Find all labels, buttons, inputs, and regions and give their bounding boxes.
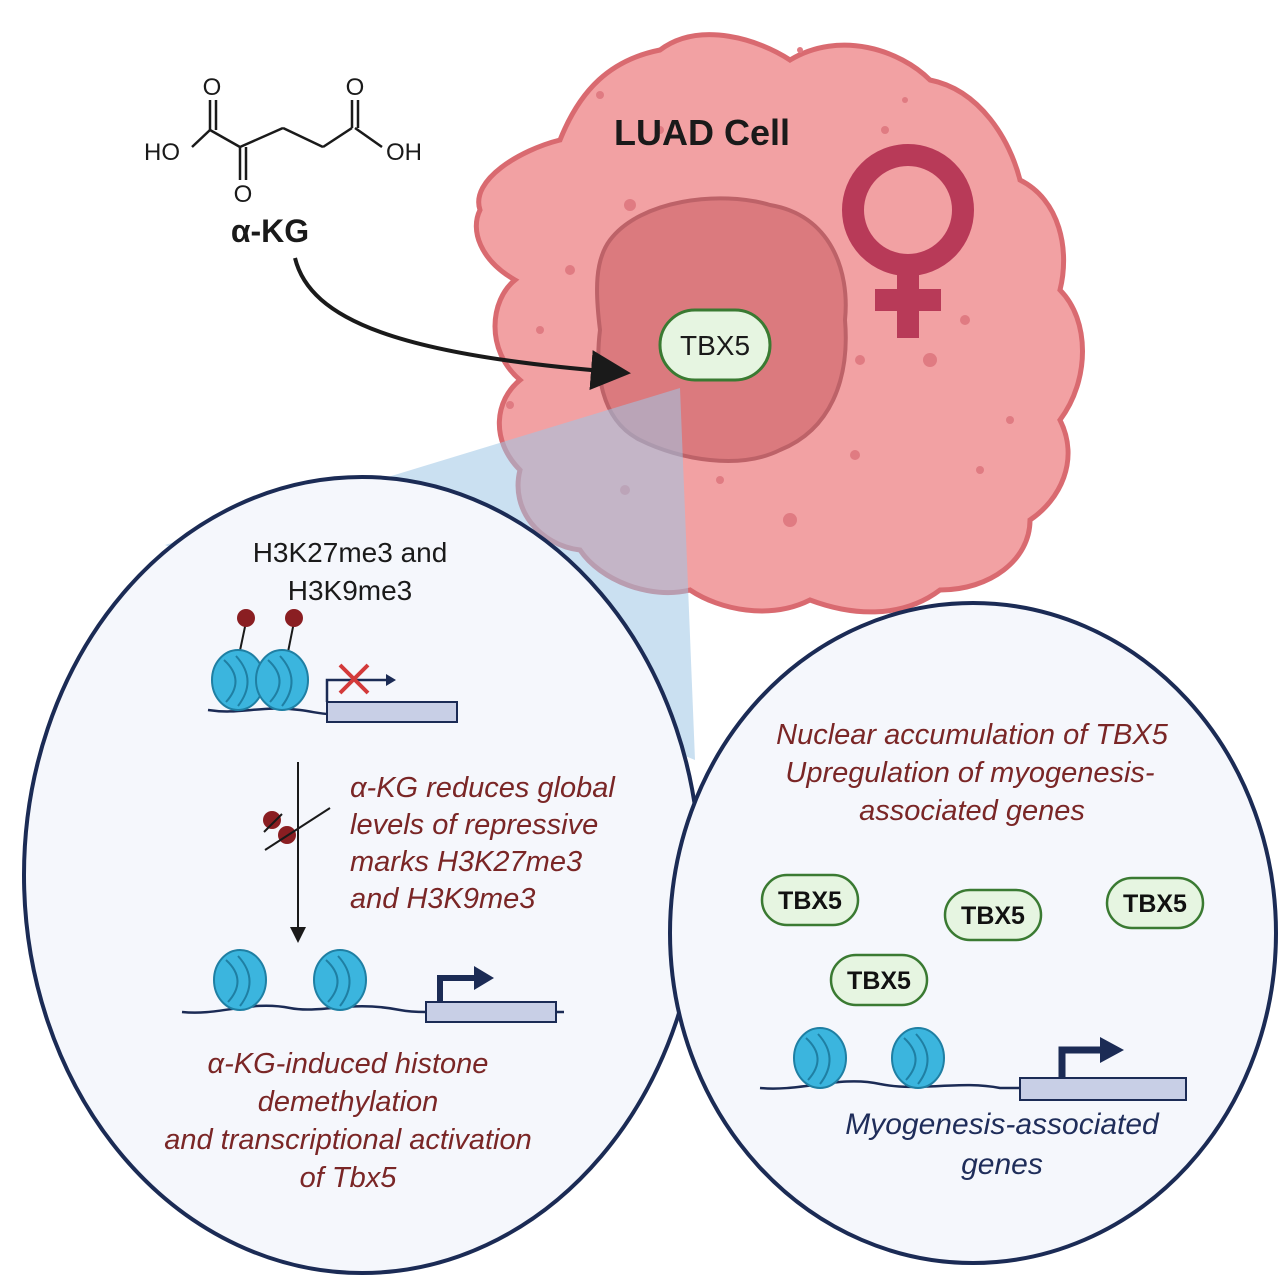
genes-line-1: Myogenesis-associated — [845, 1108, 1160, 1141]
tbx5-label-3: TBX5 — [1123, 890, 1187, 918]
cell-label: LUAD Cell — [614, 112, 790, 153]
molecule-ho: HO — [144, 139, 180, 166]
nucleosome-icon — [213, 949, 367, 1011]
transcription-arrow-icon — [437, 966, 494, 1002]
nucleosome-icon — [211, 649, 309, 711]
repressed-gene-box — [326, 701, 458, 723]
result-line-4: of Tbx5 — [300, 1162, 398, 1194]
blocked-transcription-icon — [325, 663, 396, 702]
tbx5-label-1: TBX5 — [778, 887, 842, 915]
molecule-o-top-right: O — [346, 74, 365, 101]
tbx5-badge-4: TBX5 — [829, 953, 929, 1007]
alpha-kg-molecule — [191, 100, 383, 180]
reduction-line-3: marks H3K27me3 — [350, 846, 582, 878]
nucleosome-icon — [793, 1027, 945, 1089]
active-chromatin — [181, 949, 564, 1023]
alpha-kg-uptake-arrow — [293, 257, 631, 391]
myogenesis-chromatin — [759, 1027, 1187, 1101]
reduction-line-2: levels of repressive — [350, 809, 598, 841]
removed-methyl-marks — [263, 807, 331, 851]
left-panel: H3K27me3 and H3K9me3 — [22, 475, 702, 1275]
myogenesis-gene-box — [1019, 1077, 1187, 1101]
repressed-chromatin — [207, 609, 458, 723]
molecule-oh: OH — [386, 139, 422, 166]
left-heading-line1: H3K27me3 and — [253, 537, 448, 568]
molecule-o-bottom: O — [234, 181, 253, 208]
molecule-o-top-left: O — [203, 74, 222, 101]
molecule-name: α-KG — [231, 213, 309, 249]
female-symbol-icon — [842, 144, 974, 338]
cytoplasm-dots — [506, 47, 1014, 527]
result-line-2: demethylation — [258, 1086, 439, 1118]
right-heading-line1: Nuclear accumulation of TBX5 — [776, 719, 1169, 751]
tbx5-badge-1: TBX5 — [760, 873, 860, 927]
result-line-1: α-KG-induced histone — [208, 1048, 489, 1080]
left-heading-line2: H3K9me3 — [288, 575, 413, 606]
reduction-line-1: α-KG reduces global — [350, 772, 616, 804]
genes-line-2: genes — [961, 1148, 1043, 1181]
tbx5-label-4: TBX5 — [847, 967, 911, 995]
right-heading-line3: associated genes — [859, 795, 1085, 827]
right-heading-line2: Upregulation of myogenesis- — [785, 757, 1154, 789]
tbx5-badge-3: TBX5 — [1105, 876, 1205, 930]
transcription-arrow-icon — [1058, 1037, 1124, 1078]
right-panel: Nuclear accumulation of TBX5 Upregulatio… — [668, 601, 1278, 1265]
tbx5-label-2: TBX5 — [961, 902, 1025, 930]
tbx5-badge-2: TBX5 — [943, 888, 1043, 942]
nucleus-tbx5-badge: TBX5 — [658, 308, 772, 382]
result-line-3: and transcriptional activation — [164, 1124, 532, 1156]
active-gene-box — [425, 1001, 557, 1023]
reduction-line-4: and H3K9me3 — [350, 883, 535, 915]
nucleus-tbx5-label: TBX5 — [680, 330, 750, 361]
